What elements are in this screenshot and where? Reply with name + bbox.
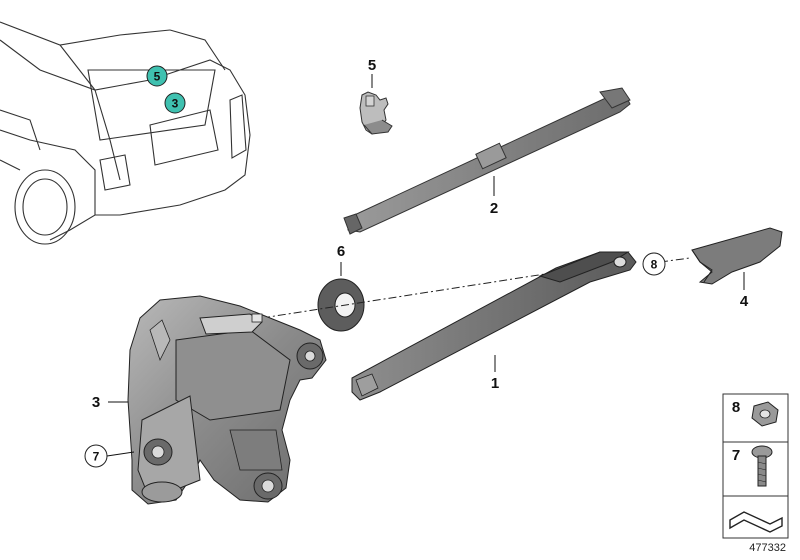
parts-legend: 8 7 [722, 393, 789, 539]
vehicle-callout-3-label: 3 [172, 97, 179, 111]
callout-7-circle: 7 [84, 444, 108, 468]
rubber-grommet [317, 278, 365, 332]
callout-7: 7 [93, 450, 100, 464]
callout-6: 6 [337, 243, 345, 260]
washer-nozzle [359, 91, 393, 135]
vehicle-outline [0, 21, 251, 245]
bracket-symbol-icon [729, 511, 783, 533]
vehicle-callout-5-label: 5 [154, 70, 161, 84]
bolt-icon [751, 445, 773, 487]
wiper-blade [343, 87, 631, 235]
callout-8-circle: 8 [642, 252, 666, 276]
callout-4: 4 [740, 293, 749, 310]
arm-cover-cap [691, 227, 783, 285]
legend-item-8-label: 8 [732, 399, 740, 416]
hex-nut-icon [751, 401, 779, 427]
wiper-arm [351, 251, 637, 401]
vehicle-callout-5: 5 [146, 65, 168, 87]
callout-5: 5 [368, 57, 376, 74]
callout-3: 3 [92, 394, 100, 411]
wiper-motor [127, 295, 327, 505]
callout-1: 1 [491, 375, 499, 392]
callout-2: 2 [490, 200, 498, 217]
legend-item-7-label: 7 [732, 447, 740, 464]
vehicle-callout-3: 3 [164, 92, 186, 114]
document-id: 477332 [749, 542, 786, 554]
callout-8: 8 [651, 258, 658, 272]
